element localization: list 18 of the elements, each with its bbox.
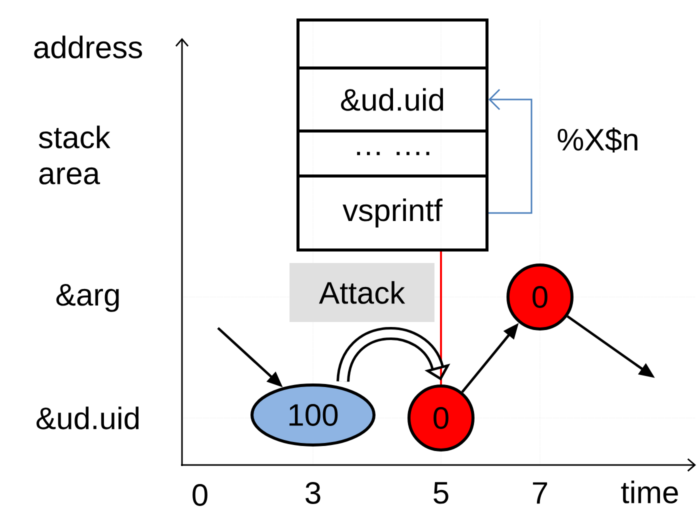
stack-cell: … …. (296, 130, 488, 178)
tick-label: 0 (192, 484, 208, 506)
arrow (488, 88, 532, 214)
block-arrow (336, 327, 450, 382)
stack-cell (296, 18, 488, 70)
tick-label: 3 (306, 482, 320, 504)
tick-label: 7 (532, 482, 548, 504)
label-box: Attack (290, 263, 434, 322)
stack-cell: vsprintf (296, 174, 488, 252)
area-label: stack area (38, 126, 110, 184)
marker-line (440, 252, 442, 384)
stack-cell: &ud.uid (296, 66, 488, 132)
edge-label: %X$n (556, 126, 640, 154)
tick-label: 5 (434, 482, 448, 504)
axis-label: time (621, 480, 678, 504)
axis-label: &ud.uid (36, 406, 139, 430)
axis-label: &arg (56, 284, 119, 312)
axis-label: address (34, 36, 142, 58)
